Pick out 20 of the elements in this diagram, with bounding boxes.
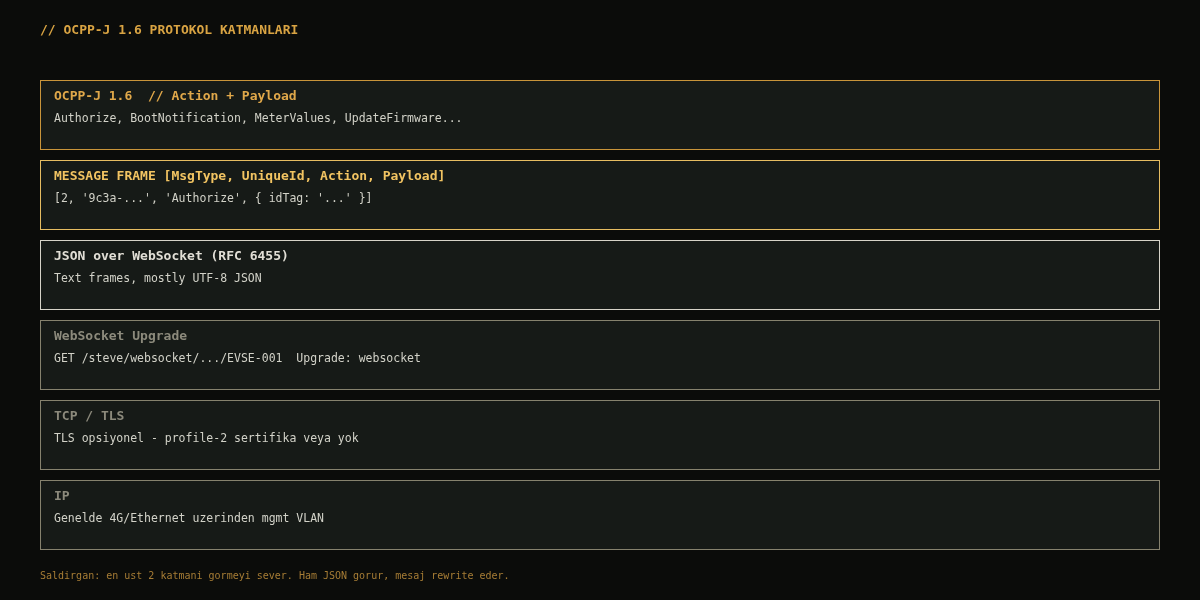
layer-title: MESSAGE FRAME [MsgType, UniqueId, Action, Payload] bbox=[54, 167, 446, 185]
layer-description: Text frames, mostly UTF-8 JSON bbox=[54, 270, 262, 286]
diagram-title: // OCPP-J 1.6 PROTOKOL KATMANLARI bbox=[40, 22, 299, 37]
layer-box bbox=[40, 480, 1160, 550]
layer-title: OCPP-J 1.6 // Action + Payload bbox=[54, 87, 297, 105]
footnote: Saldirgan: en ust 2 katmani gormeyi sever. Ham JSON gorur, mesaj rewrite eder. bbox=[40, 569, 510, 583]
layer-description: Authorize, BootNotification, MeterValues, UpdateFirmware... bbox=[54, 110, 463, 126]
layer-title: WebSocket Upgrade bbox=[54, 327, 188, 345]
layer-description: Genelde 4G/Ethernet uzerinden mgmt VLAN bbox=[54, 510, 325, 526]
layer-description: GET /steve/websocket/.../EVSE-001 Upgrade: websocket bbox=[54, 350, 421, 366]
layer-box bbox=[40, 320, 1160, 390]
layer-box bbox=[40, 400, 1160, 470]
layer-description: [2, '9c3a-...', 'Authorize', { idTag: '...' }] bbox=[54, 190, 373, 206]
layer-title: IP bbox=[54, 487, 70, 505]
layer-box bbox=[40, 80, 1160, 150]
layer-box bbox=[40, 160, 1160, 230]
layer-title: JSON over WebSocket (RFC 6455) bbox=[54, 247, 289, 265]
layer-description: TLS opsiyonel - profile-2 sertifika veya yok bbox=[54, 430, 359, 446]
layer-box bbox=[40, 240, 1160, 310]
layer-title: TCP / TLS bbox=[54, 407, 125, 425]
